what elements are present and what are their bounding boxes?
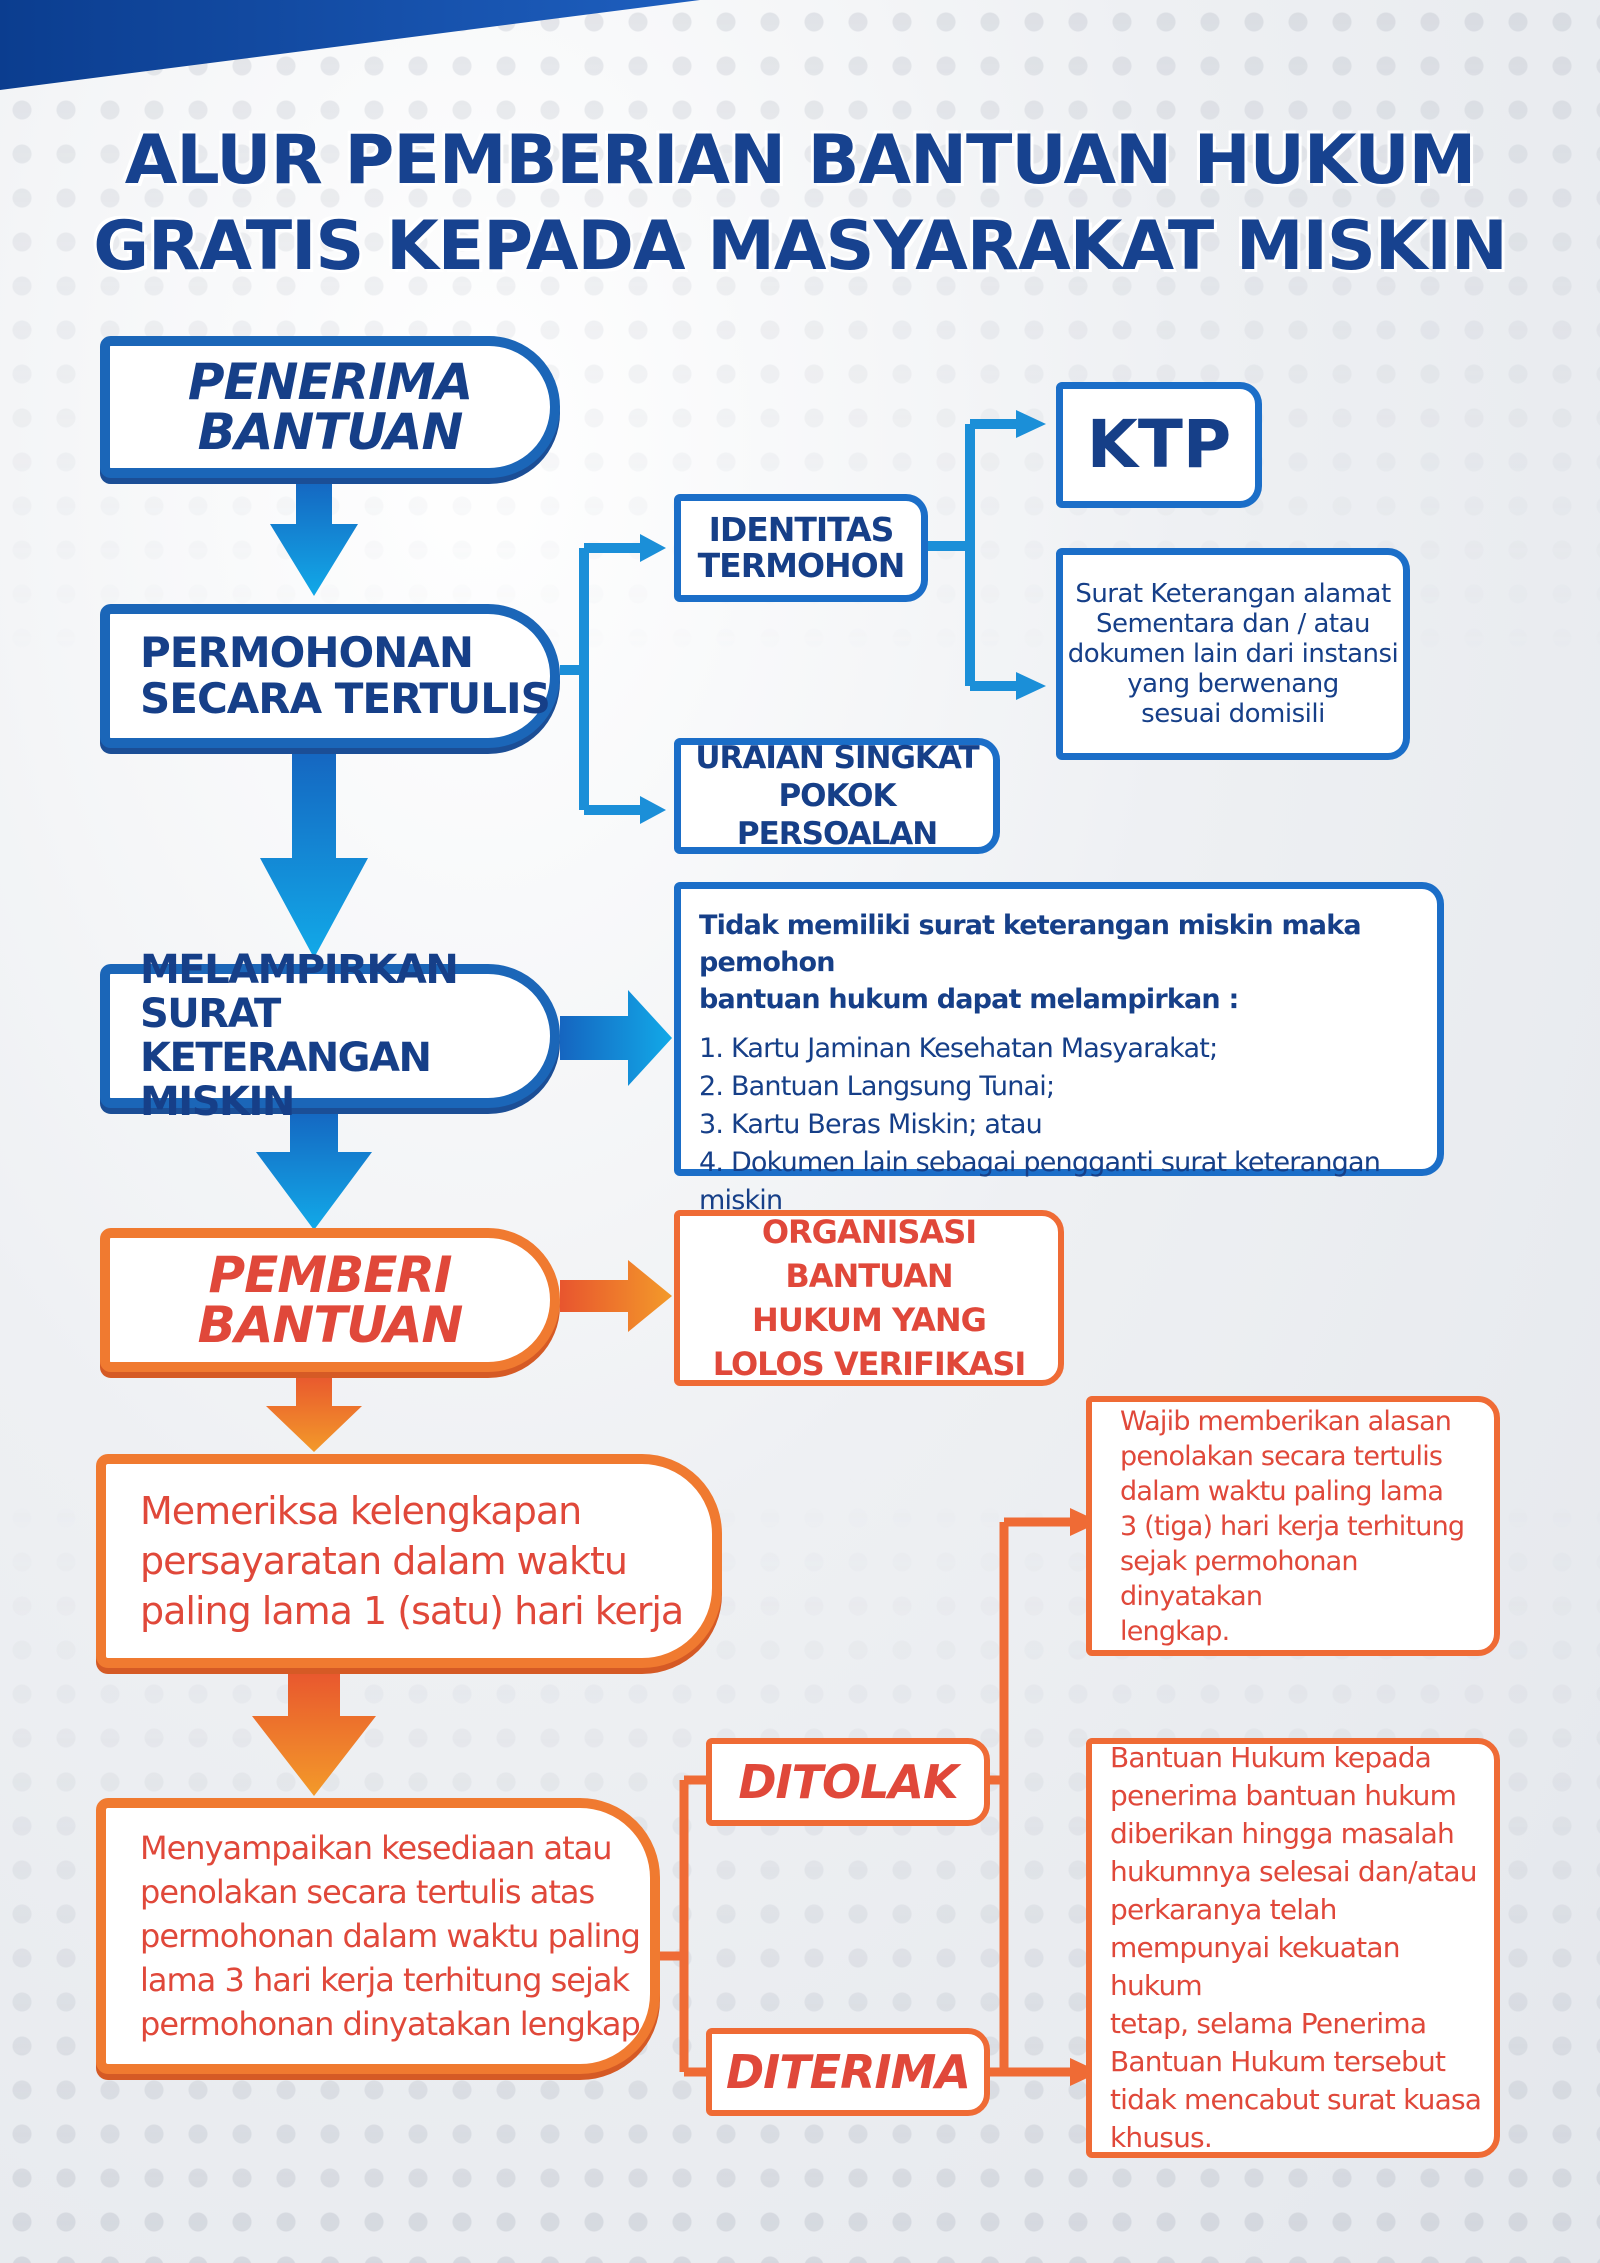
tidak-memiliki-intro-2: bantuan hukum dapat melampirkan : (699, 984, 1239, 1015)
pemberi-line-1: PEMBERI (208, 1246, 453, 1304)
tidak-memiliki-intro-1: Tidak memiliki surat keterangan miskin m… (699, 910, 1362, 978)
surat-line-5: sesuai domisili (1141, 699, 1325, 729)
page-title: ALUR PEMBERIAN BANTUAN HUKUM GRATIS KEPA… (0, 118, 1600, 290)
ktp-label: KTP (1086, 406, 1232, 483)
permohonan-line-2: SECARA TERTULIS (140, 674, 551, 723)
memeriksa-box: Memeriksa kelengkapan persayaratan dalam… (96, 1454, 722, 1668)
permohonan-box: PERMOHONAN SECARA TERTULIS (100, 604, 560, 748)
surat-line-2: Sementara dan / atau (1095, 609, 1371, 639)
list-item: 2. Bantuan Langsung Tunai; (699, 1071, 1055, 1102)
penerima-line-1: PENERIMA (187, 353, 473, 411)
bantuan-line-9: tidak mencabut surat kuasa (1110, 2083, 1482, 2116)
uraian-line-2: POKOK PERSOALAN (736, 778, 938, 852)
uraian-singkat-box: URAIAN SINGKAT POKOK PERSOALAN (674, 738, 1000, 854)
diterima-label: DITERIMA (725, 2045, 971, 2099)
arrow-right-pemberi (560, 1260, 672, 1332)
wajib-line-1: Wajib memberikan alasan (1120, 1405, 1452, 1437)
melampirkan-line-2: KETERANGAN MISKIN (140, 1035, 432, 1125)
bantuan-line-6: mempunyai kekuatan hukum (1110, 1931, 1400, 2002)
surat-line-4: yang berwenang (1127, 669, 1339, 699)
arrow-down-5 (252, 1668, 376, 1796)
diterima-box: DITERIMA (706, 2028, 990, 2116)
bracket-menyampaikan (660, 1775, 706, 2077)
alternatif-dokumen-box: Tidak memiliki surat keterangan miskin m… (674, 882, 1444, 1216)
bantuan-line-4: hukumnya selesai dan/atau (1110, 1855, 1477, 1888)
permohonan-line-1: PERMOHONAN (140, 628, 474, 677)
organisasi-line-2: HUKUM YANG (752, 1301, 987, 1339)
bantuan-line-1: Bantuan Hukum kepada (1110, 1741, 1432, 1774)
arrow-right-melampirkan (560, 990, 672, 1086)
menyampaikan-line-2: penolakan secara tertulis atas (140, 1873, 595, 1911)
menyampaikan-box: Menyampaikan kesediaan atau penolakan se… (96, 1798, 660, 2074)
identitas-line-2: TERMOHON (697, 546, 906, 585)
memeriksa-line-1: Memeriksa kelengkapan (140, 1489, 582, 1533)
list-item: 1. Kartu Jaminan Kesehatan Masyarakat; (699, 1033, 1218, 1064)
bantuan-line-5: perkaranya telah (1110, 1893, 1337, 1926)
menyampaikan-line-1: Menyampaikan kesediaan atau (140, 1829, 613, 1867)
ditolak-label: DITOLAK (738, 1755, 958, 1809)
bantuan-line-7: tetap, selama Penerima (1110, 2007, 1427, 2040)
list-item: 4. Dokumen lain sebagai pengganti surat … (699, 1147, 1381, 1216)
arrow-down-3 (256, 1108, 372, 1230)
organisasi-bantuan-box: ORGANISASI BANTUAN HUKUM YANG LOLOS VERI… (674, 1210, 1064, 1386)
wajib-line-2: penolakan secara tertulis (1120, 1440, 1443, 1472)
wajib-alasan-box: Wajib memberikan alasan penolakan secara… (1086, 1396, 1500, 1656)
list-item: 3. Kartu Beras Miskin; atau (699, 1109, 1043, 1140)
bracket-permohonan (560, 543, 646, 815)
identitas-line-1: IDENTITAS (708, 510, 895, 549)
surat-line-3: dokumen lain dari instansi (1067, 639, 1399, 669)
bantuan-line-2: penerima bantuan hukum (1110, 1779, 1457, 1812)
melampirkan-box: MELAMPIRKAN SURAT KETERANGAN MISKIN (100, 948, 560, 1124)
organisasi-line-3: LOLOS VERIFIKASI (712, 1345, 1027, 1383)
pemberi-line-2: BANTUAN (197, 1296, 464, 1354)
arrow-down-1 (270, 478, 358, 596)
ktp-box: KTP (1056, 382, 1262, 508)
menyampaikan-line-4: lama 3 hari kerja terhitung sejak (140, 1961, 630, 1999)
bantuan-hukum-box: Bantuan Hukum kepada penerima bantuan hu… (1086, 1738, 1500, 2158)
memeriksa-line-3: paling lama 1 (satu) hari kerja (140, 1589, 684, 1633)
identitas-termohon-box: IDENTITAS TERMOHON (674, 494, 928, 602)
arrow-down-2 (260, 748, 368, 958)
wajib-line-4: 3 (tiga) hari kerja terhitung (1120, 1510, 1465, 1542)
surat-keterangan-box: Surat Keterangan alamat Sementara dan / … (1056, 548, 1410, 760)
bantuan-line-8: Bantuan Hukum tersebut (1110, 2045, 1446, 2078)
arrow-down-4 (266, 1372, 362, 1452)
wajib-line-6: lengkap. (1120, 1615, 1230, 1647)
uraian-line-1: URAIAN SINGKAT (695, 740, 979, 776)
bantuan-line-3: diberikan hingga masalah (1110, 1817, 1455, 1850)
bracket-identitas (920, 419, 1020, 691)
pemberi-bantuan-box: PEMBERI BANTUAN (100, 1228, 560, 1372)
bracket-decision (990, 1517, 1074, 2077)
bantuan-line-10: khusus. (1110, 2121, 1213, 2154)
wajib-line-3: dalam waktu paling lama (1120, 1475, 1444, 1507)
title-line-2: GRATIS KEPADA MASYARAKAT MISKIN (93, 207, 1508, 286)
organisasi-line-1: ORGANISASI BANTUAN (761, 1213, 977, 1295)
penerima-line-2: BANTUAN (197, 403, 464, 461)
melampirkan-line-1: MELAMPIRKAN SURAT (140, 947, 459, 1037)
memeriksa-line-2: persayaratan dalam waktu (140, 1539, 628, 1583)
wajib-line-5: sejak permohonan dinyatakan (1120, 1545, 1359, 1612)
menyampaikan-line-5: permohonan dinyatakan lengkap (140, 2005, 641, 2043)
penerima-bantuan-box: PENERIMA BANTUAN (100, 336, 560, 478)
title-line-1: ALUR PEMBERIAN BANTUAN HUKUM (124, 121, 1477, 200)
ditolak-box: DITOLAK (706, 1738, 990, 1826)
surat-line-1: Surat Keterangan alamat (1075, 579, 1391, 609)
menyampaikan-line-3: permohonan dalam waktu paling (140, 1917, 641, 1955)
